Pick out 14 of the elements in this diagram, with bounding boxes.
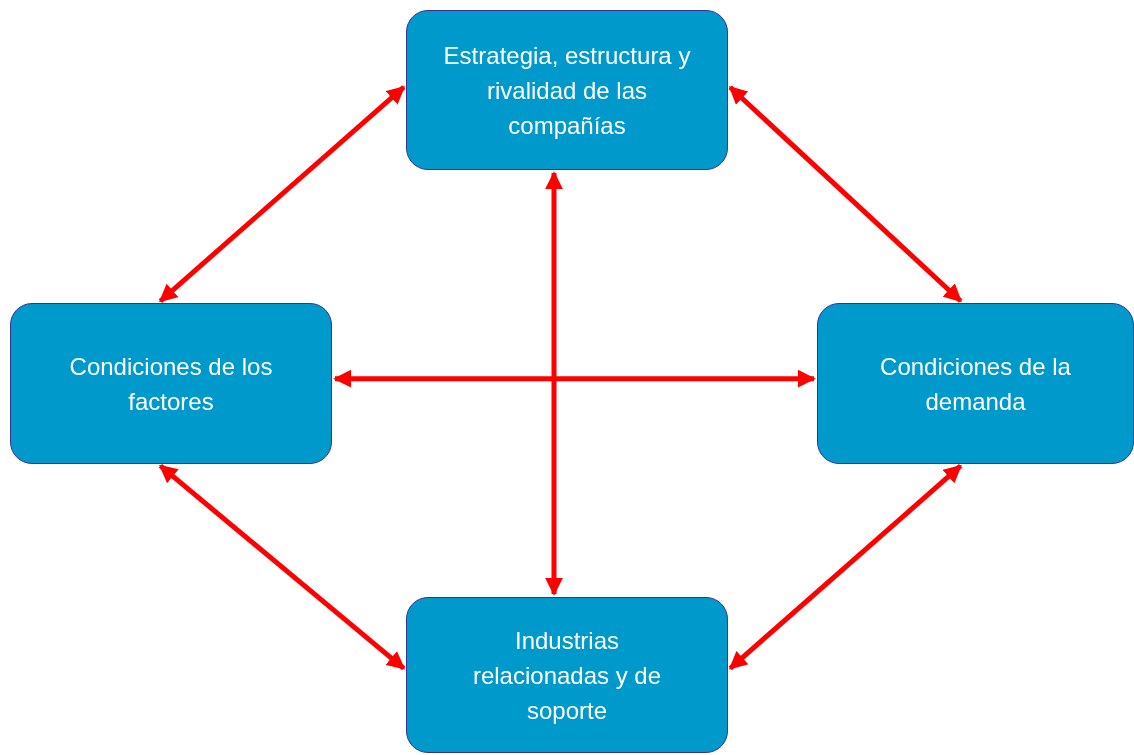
- rounded-box: [817, 303, 1134, 464]
- double-arrow: [158, 85, 406, 303]
- rounded-box: [10, 303, 332, 464]
- box-text: Industrias relacionadas y de soporte: [471, 625, 663, 726]
- rounded-box: [406, 10, 728, 170]
- double-arrow: [545, 171, 563, 596]
- box-text: Estrategia, estructura y rivalidad de las compañías: [442, 40, 692, 141]
- rounded-box: [406, 597, 728, 753]
- box-text: Condiciones de los factores: [68, 351, 274, 417]
- double-arrow: [728, 464, 963, 671]
- double-arrow: [158, 464, 406, 671]
- double-arrow: [333, 369, 816, 388]
- double-arrow: [728, 85, 963, 303]
- box-text: Condiciones de la demanda: [879, 351, 1072, 417]
